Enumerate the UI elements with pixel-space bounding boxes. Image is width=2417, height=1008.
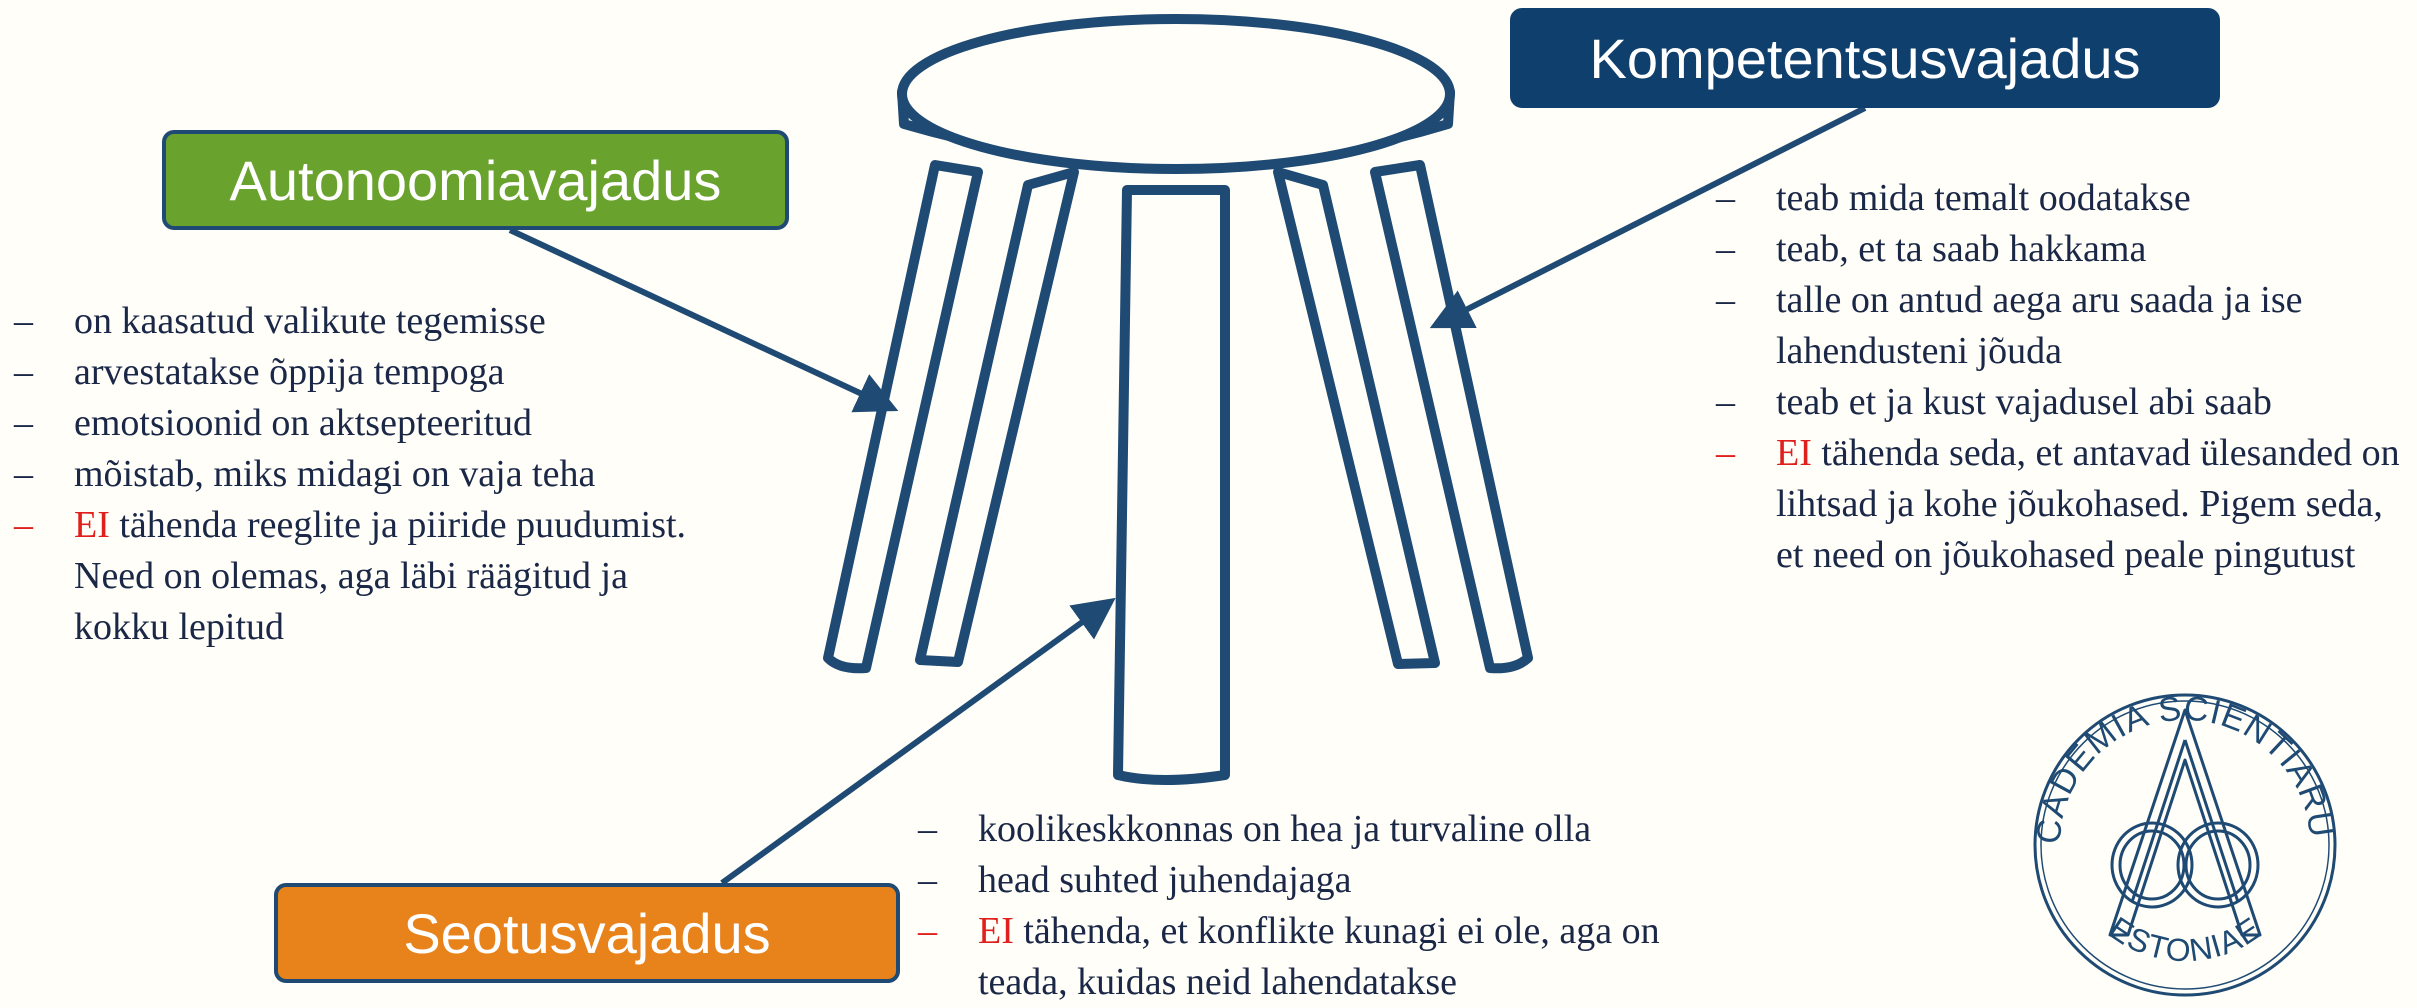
stool-leg-right-front bbox=[1370, 160, 1533, 674]
negation-word: EI bbox=[74, 504, 110, 546]
list-item: mõistab, miks midagi on vaja teha bbox=[14, 449, 714, 500]
list-item: teab, et ta saab hakkama bbox=[1716, 224, 2416, 275]
negation-text: tähenda seda, et antavad ülesanded on li… bbox=[1776, 432, 2400, 576]
arrow-relatedness bbox=[720, 597, 1116, 886]
arrow-competence bbox=[1429, 105, 1867, 329]
seal-bottom-text: ESTONIAE bbox=[2102, 910, 2266, 969]
list-item: koolikeskkonnas on hea ja turvaline olla bbox=[918, 804, 1698, 855]
stool-leg-left-back bbox=[915, 167, 1079, 667]
competence-label: Kompetentsusvajadus bbox=[1510, 8, 2220, 108]
autonomy-list: on kaasatud valikute tegemisse arvestata… bbox=[14, 296, 714, 653]
autonomy-title: Autonoomiavajadus bbox=[229, 148, 722, 212]
relatedness-title: Seotusvajadus bbox=[403, 901, 771, 965]
list-item: teab et ja kust vajadusel abi saab bbox=[1716, 377, 2416, 428]
list-item: teab mida temalt oodatakse bbox=[1716, 173, 2416, 224]
svg-text:ESTONIAE: ESTONIAE bbox=[2102, 910, 2267, 969]
list-item-negative: EI tähenda reeglite ja piiride puudumist… bbox=[14, 500, 714, 653]
negation-word: EI bbox=[1776, 432, 1812, 474]
list-item: head suhted juhendajaga bbox=[918, 855, 1698, 906]
academy-seal-icon: ACADEMIA SCIENTIARUM ESTONIAE bbox=[2020, 670, 2339, 997]
competence-list: teab mida temalt oodatakse teab, et ta s… bbox=[1716, 173, 2416, 581]
competence-title: Kompetentsusvajadus bbox=[1589, 26, 2141, 90]
stool-seat-top bbox=[897, 14, 1455, 174]
negation-word: EI bbox=[978, 910, 1014, 952]
list-item: talle on antud aega aru saada ja ise lah… bbox=[1716, 275, 2416, 377]
list-item-negative: EI tähenda seda, et antavad ülesanded on… bbox=[1716, 428, 2416, 581]
list-item: emotsioonid on aktsepteeritud bbox=[14, 398, 714, 449]
list-item-negative: EI tähenda, et konflikte kunagi ei ole, … bbox=[918, 906, 1698, 1008]
stool-leg-middle bbox=[1113, 185, 1230, 785]
list-item: on kaasatud valikute tegemisse bbox=[14, 296, 714, 347]
relatedness-list: koolikeskkonnas on hea ja turvaline olla… bbox=[918, 804, 1698, 1008]
relatedness-label: Seotusvajadus bbox=[274, 883, 900, 983]
autonomy-label: Autonoomiavajadus bbox=[162, 130, 789, 230]
negation-text: tähenda, et konflikte kunagi ei ole, aga… bbox=[978, 910, 1660, 1003]
stool-leg-left-front bbox=[823, 160, 983, 674]
negation-text: tähenda reeglite ja piiride puudumist. N… bbox=[74, 504, 687, 648]
stool-leg-right-back bbox=[1273, 167, 1440, 669]
list-item: arvestatakse õppija tempoga bbox=[14, 347, 714, 398]
